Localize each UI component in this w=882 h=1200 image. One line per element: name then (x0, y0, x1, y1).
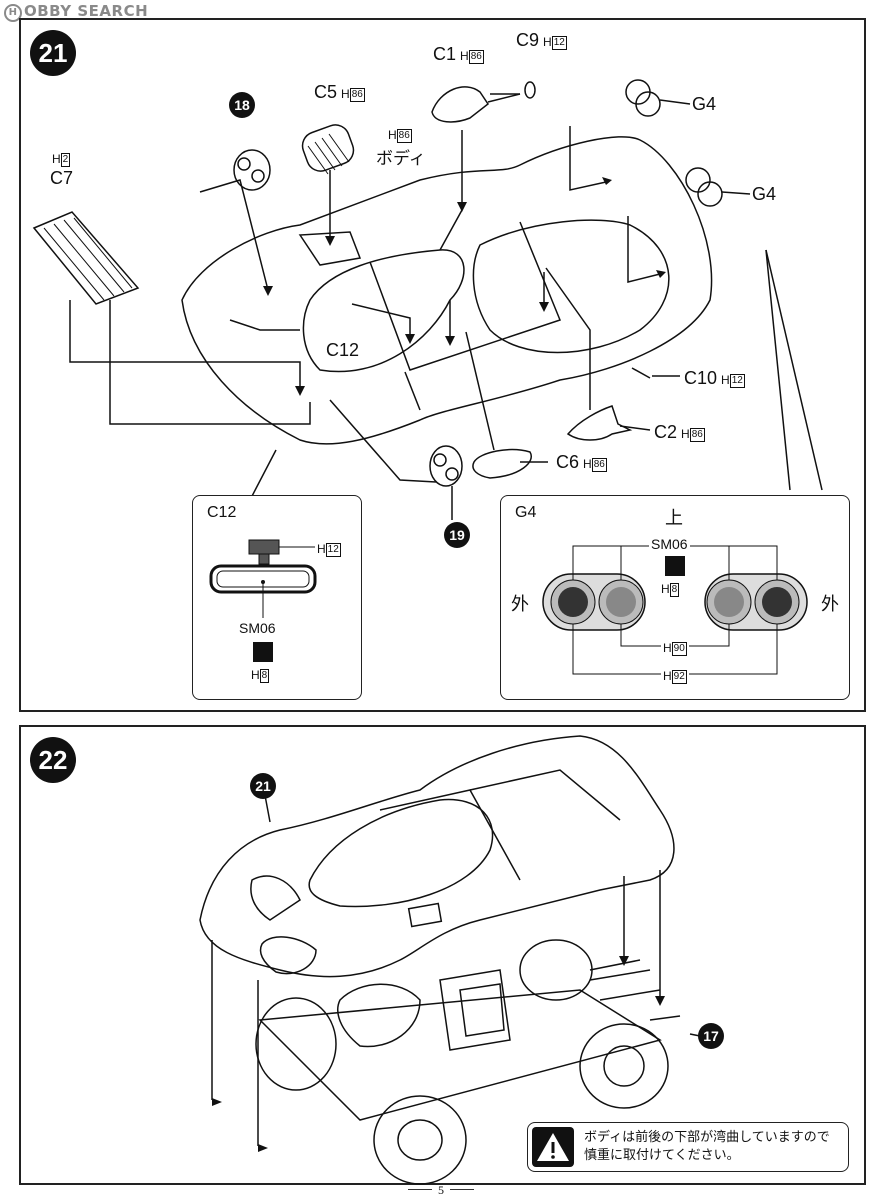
step-22-number: 22 (30, 737, 76, 783)
part-g4-upper-label: G4 (692, 94, 717, 114)
g4-top-label: 上 (665, 508, 683, 529)
paint-mix-icon (253, 642, 273, 662)
ref-step-17: 17 (698, 1023, 724, 1049)
g4-detail-title: G4 (515, 504, 537, 521)
part-g4-lower-label: G4 (752, 184, 777, 204)
ref-step-18: 18 (229, 92, 255, 118)
caution-text: ボディは前後の下部が湾曲していますので 慎重に取付けてください。 (584, 1130, 830, 1163)
g4-lamp-drawing (542, 545, 808, 675)
page-number: 5 (0, 1183, 882, 1198)
body-name-label: ボディ (376, 149, 426, 168)
part-c12-label: C12 (326, 340, 360, 360)
ref-step-21: 21 (250, 773, 276, 799)
g4-outer-left-label: 外 (511, 594, 529, 615)
step-22-panel (19, 725, 866, 1185)
g4-outer-right-label: 外 (821, 594, 839, 615)
ref-step-19: 19 (444, 522, 470, 548)
c12-detail-title: C12 (207, 504, 237, 521)
step-21-number: 21 (30, 30, 76, 76)
warning-icon (532, 1127, 574, 1167)
c12-mirror-drawing (209, 539, 317, 618)
part-c7-label: C7 (50, 168, 74, 188)
g4-paint-sm06: SM06 (649, 536, 690, 552)
c12-mirror-paint: SM06 (239, 620, 276, 636)
paint-mix-icon (665, 556, 685, 576)
caution-box: ボディは前後の下部が湾曲していますので 慎重に取付けてください。 (527, 1122, 849, 1172)
